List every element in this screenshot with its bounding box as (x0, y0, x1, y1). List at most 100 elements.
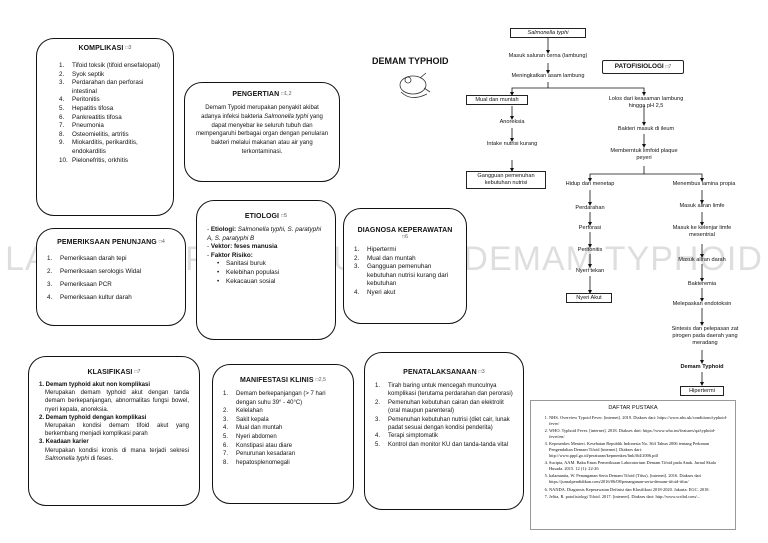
manifestasi-box: MANIFESTASI KLINIS □2,5 1.Demam berkepan… (212, 364, 354, 504)
klasifikasi-1-head: 1. Demam typhoid akut non komplikasi (39, 382, 151, 388)
list-item: 2.Syok septik (59, 70, 105, 78)
list-item: 1.Tifoid toksik (tifoid ensefalopati) (59, 62, 160, 69)
pengertian-text: Demam Typoid merupakan penyakit akibat a… (195, 105, 329, 155)
node-meningkat: Meningkatkan asam lambung (511, 73, 585, 79)
komplikasi-title: KOMPLIKASI □3 (78, 45, 132, 52)
list-item: 1.Hipertermi (354, 246, 397, 253)
manifestasi-list: 1.Demam berkepanjangan (> 7 hari dengan … (223, 390, 343, 467)
list-item: 4.Terapi simptomatik (375, 433, 439, 440)
node-perforasi: Perforasi (578, 225, 602, 231)
klasifikasi-1-body: Merupakan demam typhoid akut dengan tand… (45, 390, 189, 413)
list-item: 3.Gangguan pemenuhan kebutuhan nutrisi k… (354, 263, 449, 288)
klasifikasi-2-head: 2. Demam typhoid dengan komplikasi (39, 414, 147, 421)
pemeriksaan-title: PEMERIKSAAN PENUNJANG □4 (57, 239, 165, 246)
pengertian-title: PENGERTIAN □1,2 (232, 91, 292, 98)
etiologi-title: ETIOLOGI □5 (244, 213, 288, 220)
faktor-list: •Sanitasi buruk•Kelebihan populasi•Kekac… (207, 260, 325, 286)
komplikasi-list: 1.Tifoid toksik (tifoid ensefalopati)2.S… (47, 62, 163, 165)
list-item: •Kelebihan populasi (217, 268, 280, 276)
list-item: 1.Demam berkepanjangan (> 7 hari dengan … (223, 391, 326, 406)
list-item: 4.Pemeriksaan kultur darah (47, 294, 132, 301)
patofisiologi-title: PATOFISIOLOGI □7 (602, 60, 684, 74)
klasifikasi-3-body: Merupakan kondisi kronis di mana terjadi… (45, 447, 189, 462)
reference-item: Kepmenkes Menteri. Kesehatan Republik In… (549, 441, 729, 458)
pustaka-box: DAFTAR PUSTAKA NHS. Overview Typoid Feve… (530, 400, 736, 530)
penatalaksanaan-title: PENATALAKSANAAN □3 (403, 369, 485, 376)
list-item: 6.Konstipasi atau diare (223, 442, 293, 449)
node-nyeri-akut: Nyeri Akut (566, 293, 612, 303)
list-item: 2.Pemenuhan kebutuhan cairan dan elektro… (375, 399, 504, 415)
komplikasi-box: KOMPLIKASI □3 1.Tifoid toksik (tifoid en… (36, 38, 174, 216)
node-gangguan: Gangguan pemenuhan kebutuhan nutrisi (466, 171, 546, 189)
list-item: 4.Nyeri akut (354, 288, 396, 296)
node-sintesis: Sintesis dan pelepasan zat pirogen pada … (671, 326, 739, 346)
patient-illustration (399, 72, 431, 98)
list-item: 1.Tirah baring untuk mencegah munculnya … (375, 383, 513, 398)
list-item: 4.Mual dan muntah (223, 425, 283, 432)
reference-item: NHS. Overview Typoid Fever. [internet]. … (549, 415, 729, 426)
list-item: 6.Pankreatitis tifosa (59, 113, 122, 121)
vektor-line: - Vektor: feses manusia (207, 243, 278, 251)
node-nyeri-tekan: Nyeri tekan (575, 268, 605, 274)
list-item: 3.Sakit kepala (223, 416, 269, 423)
reference-item: WHO. Typhoid Fever. [internet]. 2018. Di… (549, 428, 729, 439)
reference-item: Jelita, R. patofisiologi Tifoid. 2017. [… (549, 494, 729, 500)
list-item: 2.Pemeriksaan serologis Widal (47, 268, 142, 275)
reference-item: Sucipta, AAM. Baku Emas Pemeriksaan Labo… (549, 460, 729, 471)
node-intake: Intake nutrisi kurang (486, 141, 538, 147)
node-masuk-limfe: Masuk aliran limfe (679, 203, 725, 209)
pustaka-title: DAFTAR PUSTAKA (608, 405, 658, 411)
list-item: 8.Osteomielitis, artritis (59, 130, 129, 138)
list-item: 8.hepatosplenomegali (223, 459, 290, 466)
list-item: 3.Perdarahan dan perforasi intestinal (59, 79, 144, 95)
reference-item: NANDA. Diagnosis Keperawatan Definisi da… (549, 487, 729, 493)
list-item: •Kekacauan sosial (217, 277, 276, 285)
node-anoreksia: Anoreksia (499, 119, 525, 125)
node-mual: Mual dan muntah (466, 95, 528, 105)
diagnosa-title: DIAGNOSA KEPERAWATAN □6 (357, 227, 453, 240)
pustaka-list: NHS. Overview Typoid Fever. [internet]. … (537, 415, 729, 500)
pengertian-box: PENGERTIAN □1,2 Demam Typoid merupakan p… (184, 82, 340, 182)
klasifikasi-2-body: Merupakan kondisi demam tifoid akut yang… (45, 423, 189, 438)
node-kelenjar: Masuk ke kelenjar limfe mesentrial (672, 225, 732, 238)
node-demam: Demam Typhoid (680, 364, 724, 370)
list-item: 7.Pneumonia (59, 122, 104, 130)
list-item: 5.Hepatitis tifosa (59, 104, 114, 112)
list-item: 10.Pielonefritis, orkhitis (59, 156, 128, 164)
pemeriksaan-list: 1.Pemeriksaan darah tepi 2.Pemeriksaan se… (47, 252, 175, 304)
pemeriksaan-box: PEMERIKSAAN PENUNJANG □4 1.Pemeriksaan d… (36, 228, 186, 326)
reference-item: kalamanita, W. Penanganan Serta Demam Ti… (549, 473, 729, 484)
list-item: 5.Nyeri abdomen (223, 433, 277, 440)
faktor-line: - Faktor Risiko: (207, 251, 253, 259)
node-aliran-darah: Masuk aliran darah (678, 257, 726, 263)
list-item: 3.Pemenuhan kebutuhan nutrisi (diet cair… (375, 416, 510, 432)
list-item: 2.Kelelahan (223, 408, 263, 415)
node-hidup: Hidup dan menetap (565, 181, 615, 187)
node-hipertermi: Hipertermi (680, 386, 724, 396)
list-item: 1.Pemeriksaan darah tepi (47, 255, 127, 262)
manifestasi-title: MANIFESTASI KLINIS □2,5 (239, 377, 327, 384)
node-perdarahan: Perdarahan (575, 205, 605, 211)
node-peritonitis: Peritonitis (577, 247, 603, 253)
list-item: 5.Kontrol dan monitor KU dan tanda-tanda… (375, 441, 509, 448)
list-item: 7.Penurunan kesadaran (223, 451, 296, 458)
penatalaksanaan-box: PENATALAKSANAAN □3 1.Tirah baring untuk … (364, 352, 524, 510)
list-item: 9.Miokarditis, perikarditis, endokarditi… (59, 139, 138, 155)
node-endotoksin: Melepaskan endotoksin (672, 301, 732, 307)
list-item: 4.Peritonitis (59, 96, 100, 104)
klasifikasi-3-head: 3. Keadaan karier (39, 439, 89, 446)
node-bakteremia: Bakteremia (687, 281, 717, 287)
page-title: DEMAM TYPHOID (372, 56, 449, 66)
etiologi-box: ETIOLOGI □5 - Etiologi: Salmonella typhi… (196, 200, 336, 340)
node-bakteri-ileum: Bakteri masuk di ileum (617, 126, 675, 132)
node-plaque: Memberntuk limfoid plaque peyeri (610, 148, 678, 161)
list-item: •Sanitasi buruk (217, 260, 266, 268)
penatalaksanaan-list: 1.Tirah baring untuk mencegah munculnya … (375, 382, 513, 449)
node-salmonella: Salmonella typhi (510, 28, 586, 38)
node-lolos: Lolos dari keasaman lambung hingga pH 2,… (608, 96, 684, 109)
node-masuk: Masuk saluran cerna (lambung) (508, 53, 588, 59)
list-item: 2.Mual dan muntah (354, 254, 416, 262)
